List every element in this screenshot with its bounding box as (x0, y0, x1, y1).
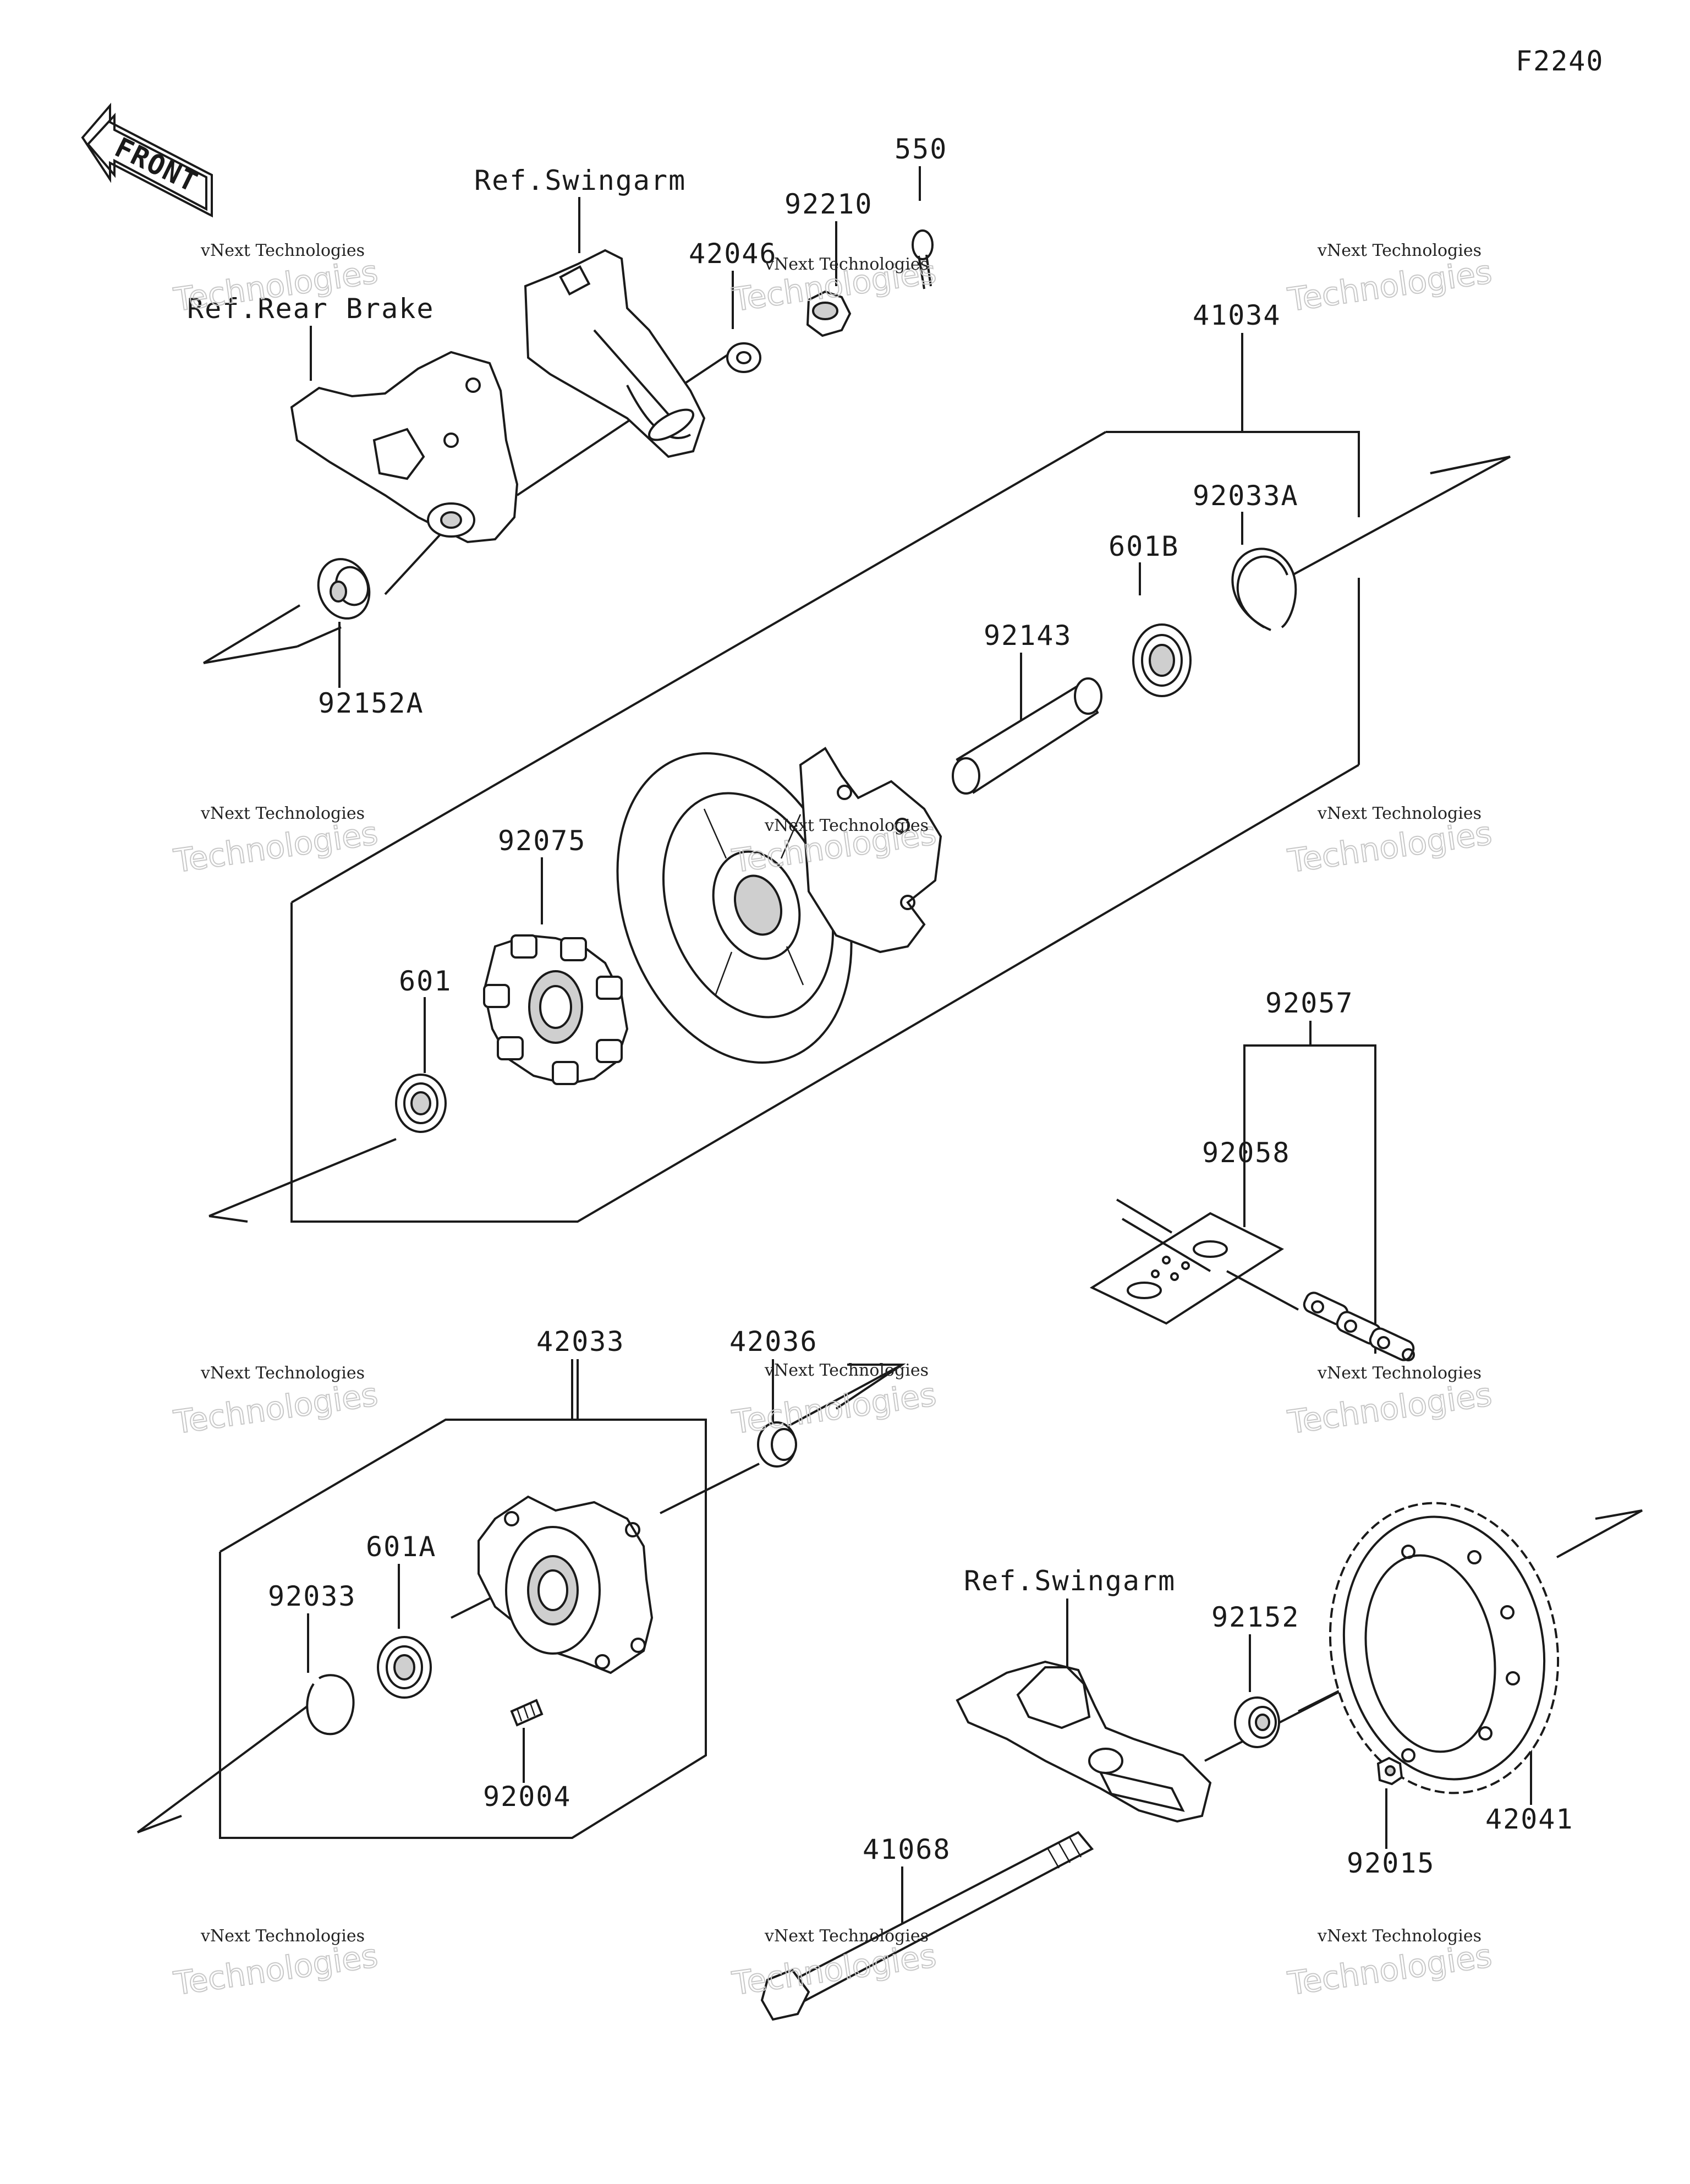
watermark: Technologies vNext Technologies (729, 1361, 939, 1442)
label-41034: 41034 (1193, 299, 1281, 331)
leader-lines (307, 166, 1532, 1926)
rear-brake-bracket (290, 351, 519, 544)
label-92075: 92075 (498, 825, 586, 857)
svg-text:vNext Technologies: vNext Technologies (1317, 1926, 1482, 1946)
label-92143: 92143 (984, 620, 1072, 652)
svg-text:vNext Technologies: vNext Technologies (1317, 1364, 1482, 1383)
bearing-601A (377, 1636, 432, 1699)
bearing-601 (395, 1074, 447, 1133)
label-92033A: 92033A (1193, 480, 1299, 512)
front-label: FRONT (110, 132, 204, 199)
ref-swingarm-bottom: Ref.Swingarm (964, 1565, 1176, 1597)
label-41068: 41068 (863, 1833, 951, 1865)
spacer-42036 (757, 1421, 797, 1468)
cotter-pin-550 (912, 229, 934, 289)
label-601: 601 (399, 965, 452, 997)
svg-text:vNext Technologies: vNext Technologies (764, 255, 929, 274)
nut-92015 (1376, 1756, 1403, 1786)
svg-text:vNext Technologies: vNext Technologies (200, 1926, 365, 1946)
swingarm-end-bottom (956, 1660, 1212, 1823)
label-92004: 92004 (483, 1781, 572, 1813)
group-outline-41034 (290, 431, 1360, 1223)
svg-text:Technologies: Technologies (1285, 253, 1494, 319)
watermark: Technologies vNext Technologies (1285, 804, 1494, 880)
label-92057: 92057 (1265, 987, 1354, 1019)
collar-92152 (1234, 1696, 1280, 1748)
label-550: 550 (895, 133, 947, 165)
axle-41068 (760, 1831, 1094, 2021)
watermark: Technologies vNext Technologies (1285, 1364, 1494, 1442)
coupling-42033 (478, 1495, 654, 1674)
chain-master-link-92058 (1089, 1198, 1285, 1325)
label-601B: 601B (1109, 530, 1179, 562)
ref-rear-brake: Ref.Rear Brake (187, 293, 434, 325)
axle-centerlines (136, 351, 1643, 1833)
stud-92004 (510, 1699, 544, 1727)
svg-text:vNext Technologies: vNext Technologies (1317, 241, 1482, 260)
bearing-601B (1132, 623, 1192, 697)
svg-text:vNext Technologies: vNext Technologies (1317, 804, 1482, 823)
label-92058: 92058 (1202, 1137, 1291, 1169)
svg-text:vNext Technologies: vNext Technologies (200, 241, 365, 260)
watermark: Technologies vNext Technologies (171, 1926, 380, 2003)
watermark: Technologies vNext Technologies (1285, 241, 1494, 319)
nut-92210 (806, 290, 852, 337)
swingarm-end-top (524, 249, 706, 458)
watermark: Technologies vNext Technologies (171, 1364, 380, 1442)
svg-text:vNext Technologies: vNext Technologies (764, 1361, 929, 1380)
watermark: Technologies vNext Technologies (1285, 1926, 1494, 2003)
svg-text:Technologies: Technologies (1285, 1937, 1494, 2002)
label-92210: 92210 (784, 188, 873, 220)
label-42033: 42033 (536, 1326, 625, 1358)
label-42046: 42046 (689, 238, 777, 270)
label-92152A: 92152A (318, 687, 424, 719)
label-42036: 42036 (729, 1326, 818, 1358)
washer-42046 (726, 342, 761, 373)
svg-text:Technologies: Technologies (1285, 814, 1494, 880)
svg-text:Technologies: Technologies (171, 1376, 380, 1441)
circlip-92033A (1231, 548, 1297, 631)
group-outline-42033 (219, 1419, 707, 1839)
label-92152: 92152 (1211, 1601, 1300, 1633)
drive-chain-92057 (1226, 1270, 1415, 1361)
front-arrow-icon: FRONT (81, 102, 213, 218)
diagram-code: F2240 (1516, 45, 1604, 77)
spacer-tube-92143 (952, 677, 1102, 795)
rear-hub (616, 747, 942, 1064)
damper-92075 (482, 934, 629, 1086)
watermark: Technologies vNext Technologies (729, 1926, 939, 2003)
label-92015: 92015 (1347, 1847, 1435, 1879)
svg-text:vNext Technologies: vNext Technologies (764, 1926, 929, 1946)
svg-text:vNext Technologies: vNext Technologies (200, 1364, 365, 1383)
svg-text:Technologies: Technologies (171, 1937, 380, 2002)
label-92033: 92033 (268, 1580, 356, 1612)
circlip-92033 (306, 1674, 355, 1736)
collar-92152A (317, 558, 371, 620)
svg-text:Technologies: Technologies (729, 1376, 938, 1441)
ref-swingarm-top: Ref.Swingarm (474, 165, 686, 196)
part-number-labels: 550 92210 42046 41034 92033A 601B 92143 … (268, 133, 1574, 1879)
svg-text:vNext Technologies: vNext Technologies (200, 804, 365, 823)
svg-text:Technologies: Technologies (729, 1937, 938, 2002)
sprocket-42041 (1329, 1502, 1560, 1794)
label-601A: 601A (366, 1531, 436, 1563)
label-42041: 42041 (1485, 1803, 1574, 1835)
svg-text:Technologies: Technologies (1285, 1376, 1494, 1441)
svg-text:vNext Technologies: vNext Technologies (764, 816, 929, 835)
